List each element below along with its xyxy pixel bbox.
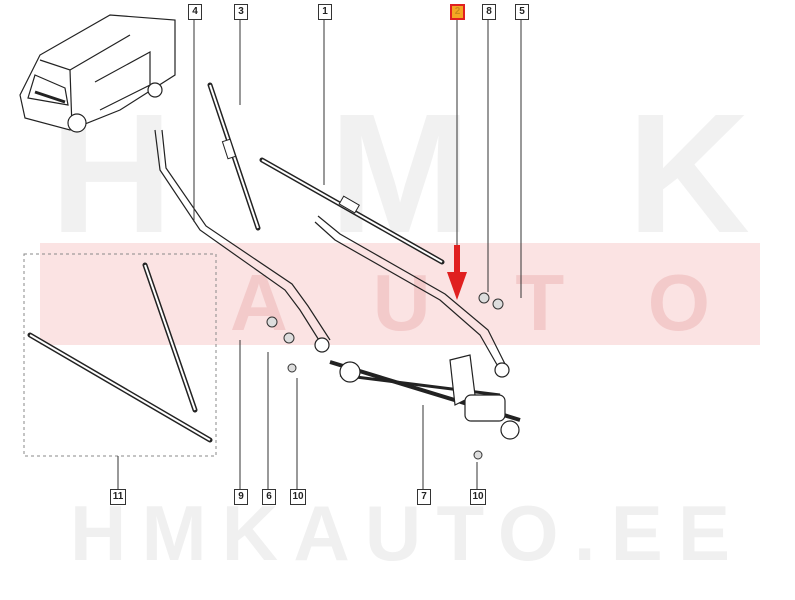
watermark-band (40, 243, 760, 345)
part-1-wiper-blade (259, 157, 445, 265)
callout-6[interactable]: 6 (262, 489, 276, 505)
callout-9[interactable]: 9 (234, 489, 248, 505)
callout-3[interactable]: 3 (234, 4, 248, 20)
part-2-wiper-arm (314, 215, 510, 378)
callout-8[interactable]: 8 (482, 4, 496, 20)
part-11-blade-set (23, 253, 217, 457)
callout-4[interactable]: 4 (188, 4, 202, 20)
callout-1[interactable]: 1 (318, 4, 332, 20)
callout-10[interactable]: 10 (290, 489, 306, 505)
highlight-arrow (447, 20, 467, 300)
callout-7[interactable]: 7 (417, 489, 431, 505)
leader-lines (117, 20, 522, 490)
callout-11[interactable]: 11 (110, 489, 126, 505)
van-illustration (19, 14, 176, 133)
callout-2-highlighted[interactable]: 2 (450, 4, 465, 20)
part-7-wiper-linkage-motor (329, 354, 521, 440)
watermark-bottom: HMKAUTO.EE (70, 489, 730, 577)
small-nuts-caps (266, 292, 504, 460)
callout-5[interactable]: 5 (515, 4, 529, 20)
callout-10-second[interactable]: 10 (470, 489, 486, 505)
part-3-wiper-blade (207, 82, 261, 231)
part-4-wiper-arm (154, 129, 331, 353)
